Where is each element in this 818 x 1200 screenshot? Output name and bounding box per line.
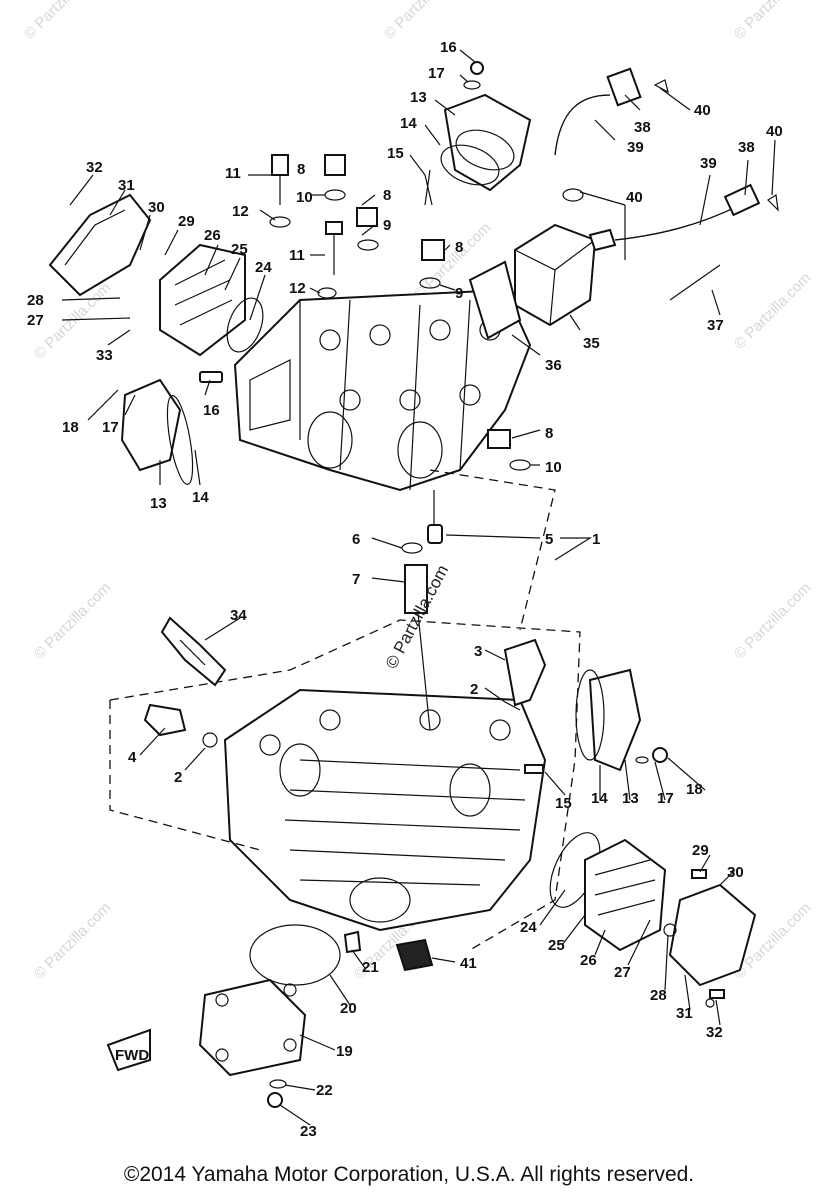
callout-35: 35 xyxy=(583,335,600,352)
callout-34: 34 xyxy=(230,607,247,624)
callout-8: 8 xyxy=(383,187,391,204)
callout-16: 16 xyxy=(440,39,457,56)
callout-8: 8 xyxy=(297,161,305,178)
callout-38: 38 xyxy=(634,119,651,136)
watermark: © Partzilla.com xyxy=(731,579,814,662)
cylinder-head xyxy=(223,688,547,932)
callout-30: 30 xyxy=(727,864,744,881)
assembly-outline xyxy=(429,469,556,631)
callout-21: 21 xyxy=(362,959,379,976)
camshaft-housing xyxy=(233,288,532,492)
callout-labels: 32 31 30 29 26 25 24 28 27 33 18 17 16 1… xyxy=(27,39,783,1140)
callout-20: 20 xyxy=(340,1000,357,1017)
callout-14: 14 xyxy=(192,489,209,506)
callout-32: 32 xyxy=(706,1024,723,1041)
callout-5: 5 xyxy=(545,531,553,548)
callout-27: 27 xyxy=(27,312,44,329)
callout-6: 6 xyxy=(352,531,360,548)
watermark: © Partzilla.com xyxy=(31,899,114,982)
callout-4: 4 xyxy=(128,749,137,766)
assembly-outline xyxy=(109,619,581,951)
callout-40: 40 xyxy=(626,189,643,206)
callout-8: 8 xyxy=(545,425,553,442)
callout-10: 10 xyxy=(545,459,562,476)
callout-18: 18 xyxy=(686,781,703,798)
callout-9: 9 xyxy=(383,217,391,234)
callout-39: 39 xyxy=(627,139,644,156)
callout-25: 25 xyxy=(548,937,565,954)
callout-2: 2 xyxy=(174,769,182,786)
callout-27: 27 xyxy=(614,964,631,981)
callout-24: 24 xyxy=(520,919,537,936)
callout-31: 31 xyxy=(676,1005,693,1022)
callout-11: 11 xyxy=(225,165,241,182)
callout-30: 30 xyxy=(148,199,165,216)
callout-14: 14 xyxy=(591,790,608,807)
callout-18: 18 xyxy=(62,419,79,436)
callout-29: 29 xyxy=(692,842,709,859)
callout-19: 19 xyxy=(336,1043,353,1060)
callout-32: 32 xyxy=(86,159,103,176)
callout-10: 10 xyxy=(296,189,313,206)
watermark: © Partzilla.com xyxy=(31,579,114,662)
callout-26: 26 xyxy=(204,227,221,244)
right-cam-cover-lower xyxy=(549,832,757,1008)
callout-1: 1 xyxy=(592,531,600,548)
callout-28: 28 xyxy=(650,987,667,1004)
callout-22: 22 xyxy=(316,1082,333,1099)
callout-40: 40 xyxy=(694,102,711,119)
callout-23: 23 xyxy=(300,1123,317,1140)
callout-12: 12 xyxy=(232,203,249,220)
callout-15: 15 xyxy=(555,795,572,812)
callout-29: 29 xyxy=(178,213,195,230)
callout-39: 39 xyxy=(700,155,717,172)
callout-37: 37 xyxy=(707,317,724,334)
right-lower-parts xyxy=(143,638,668,774)
callout-7: 7 xyxy=(352,571,360,588)
callout-9: 9 xyxy=(455,285,463,302)
callout-28: 28 xyxy=(27,292,44,309)
callout-38: 38 xyxy=(738,139,755,156)
callout-41: 41 xyxy=(460,955,477,972)
callout-33: 33 xyxy=(96,347,113,364)
forward-marker-label: FWD xyxy=(115,1047,149,1064)
breather-assembly xyxy=(468,67,779,340)
callout-24: 24 xyxy=(255,259,272,276)
callout-36: 36 xyxy=(545,357,562,374)
forward-marker: FWD xyxy=(106,1028,151,1072)
watermark: © Partzilla.com xyxy=(731,269,814,352)
callout-31: 31 xyxy=(118,177,135,194)
watermark: © Partzilla.com xyxy=(381,0,464,43)
callout-17: 17 xyxy=(428,65,445,82)
top-cam-cap xyxy=(424,93,532,206)
callout-14: 14 xyxy=(400,115,417,132)
callout-11: 11 xyxy=(289,247,305,264)
callout-25: 25 xyxy=(231,241,248,258)
watermark: © Partzilla.com xyxy=(731,0,814,43)
callout-8: 8 xyxy=(455,239,463,256)
leader-lines xyxy=(61,49,776,1126)
callout-17: 17 xyxy=(102,419,119,436)
callout-2: 2 xyxy=(470,681,478,698)
bottom-cover xyxy=(198,924,434,1108)
callout-12: 12 xyxy=(289,280,306,297)
spark-plug xyxy=(160,616,227,687)
callout-13: 13 xyxy=(150,495,167,512)
callout-26: 26 xyxy=(580,952,597,969)
callout-15: 15 xyxy=(387,145,404,162)
callout-16: 16 xyxy=(203,402,220,419)
callout-40: 40 xyxy=(766,123,783,140)
upper-fasteners xyxy=(269,61,531,471)
callout-3: 3 xyxy=(474,643,482,660)
callout-13: 13 xyxy=(410,89,427,106)
watermark: © Partzilla.com xyxy=(21,0,104,43)
copyright-notice: ©2014 Yamaha Motor Corporation, U.S.A. A… xyxy=(123,1163,695,1186)
callout-13: 13 xyxy=(622,790,639,807)
left-cam-cover-upper xyxy=(48,193,264,485)
callout-17: 17 xyxy=(657,790,674,807)
